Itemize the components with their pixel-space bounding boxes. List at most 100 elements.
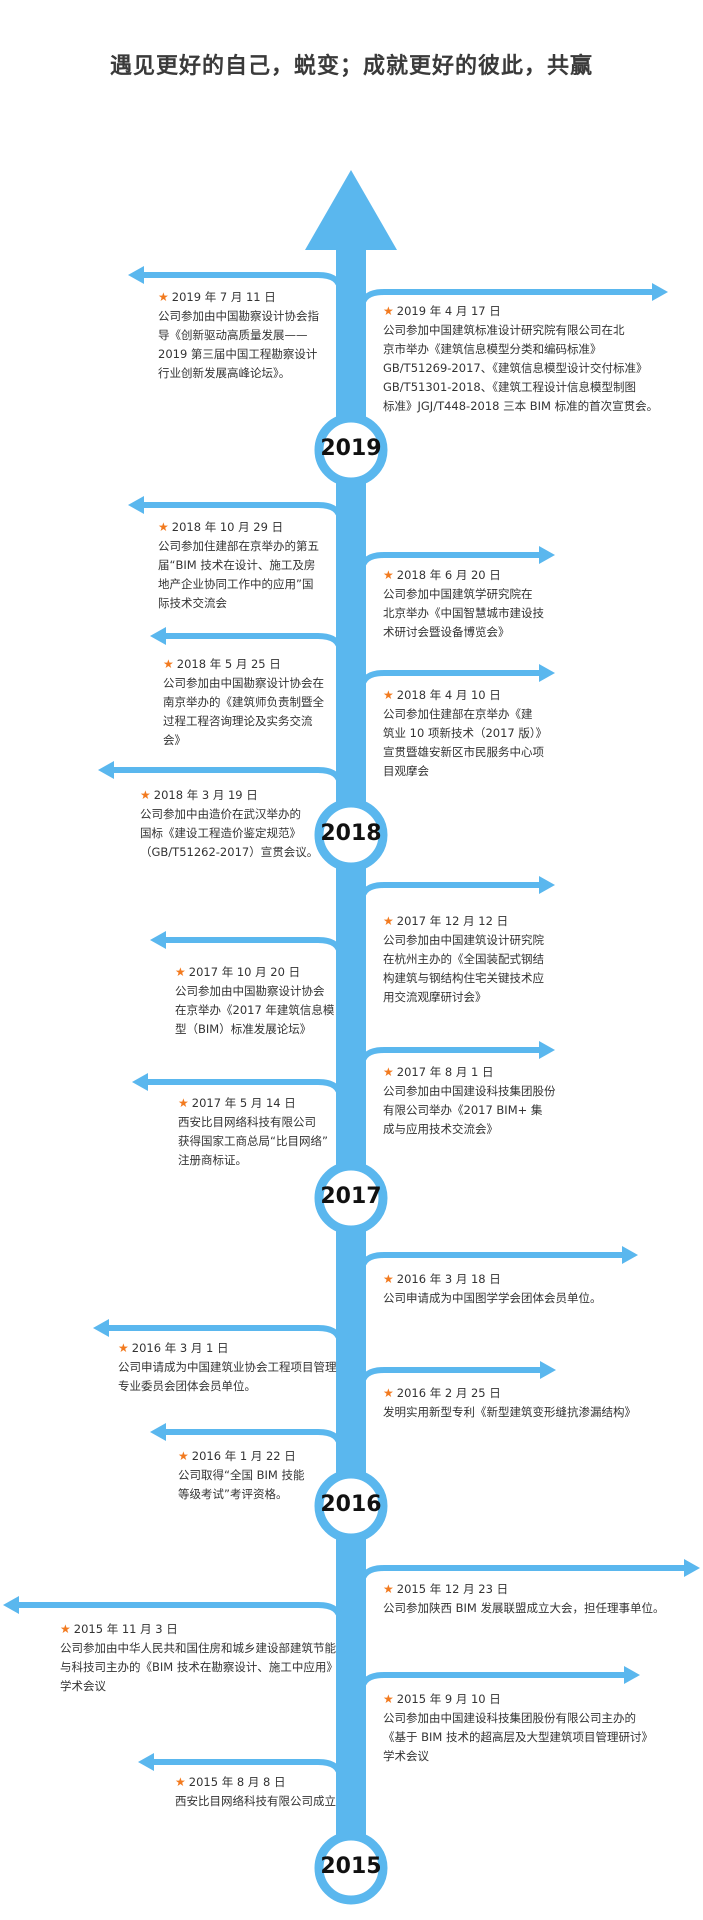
entry-date-line: ★2015 年 9 月 10 日 [383,1690,653,1709]
timeline-entry: ★2018 年 10 月 29 日公司参加住建部在京举办的第五 届“BIM 技术… [158,518,338,613]
entry-text: 公司参加陕西 BIM 发展联盟成立大会，担任理事单位。 [383,1601,665,1615]
timeline-entry: ★2015 年 9 月 10 日公司参加由中国建设科技集团股份有限公司主办的 《… [383,1690,653,1766]
branch-arrow-icon [359,1361,556,1387]
entry-date-line: ★2018 年 4 月 10 日 [383,686,573,705]
year-circle [314,1161,388,1235]
entry-text: 公司参加住建部在京举办的第五 届“BIM 技术在设计、施工及房 地产企业协同工作… [158,539,319,610]
entry-date-line: ★2015 年 12 月 23 日 [383,1580,683,1599]
entry-text: 公司申请成为中国建筑业协会工程项目管理 专业委员会团体会员单位。 [118,1360,337,1393]
entry-date-line: ★2018 年 6 月 20 日 [383,566,573,585]
timeline-entry: ★2017 年 10 月 20 日公司参加由中国勘察设计协会 在京举办《2017… [175,963,340,1039]
entry-date-line: ★2019 年 7 月 11 日 [158,288,338,307]
entry-date-line: ★2016 年 3 月 1 日 [118,1339,348,1358]
branch-arrow-icon [98,761,343,787]
timeline-entry: ★2015 年 12 月 23 日公司参加陕西 BIM 发展联盟成立大会，担任理… [383,1580,683,1618]
star-icon: ★ [158,520,169,534]
timeline-entry: ★2019 年 7 月 11 日公司参加由中国勘察设计协会指 导《创新驱动高质量… [158,288,338,383]
star-icon: ★ [383,914,394,928]
entry-date: 2015 年 8 月 8 日 [188,1775,286,1789]
entry-date-line: ★2019 年 4 月 17 日 [383,302,673,321]
star-icon: ★ [118,1341,129,1355]
timeline-entry: ★2017 年 8 月 1 日公司参加由中国建设科技集团股份 有限公司举办《20… [383,1063,573,1139]
timeline-entry: ★2018 年 6 月 20 日公司参加中国建筑学研究院在 北京举办《中国智慧城… [383,566,573,642]
year-label: 2016 [320,1492,382,1517]
year-circle [314,1469,388,1543]
branch-arrow-icon [359,1246,638,1272]
entry-text: 公司参加由中国勘察设计协会 在京举办《2017 年建筑信息模 型（BIM）标准发… [175,984,335,1036]
entry-date: 2015 年 12 月 23 日 [396,1582,509,1596]
entry-text: 公司参加由中国建设科技集团股份有限公司主办的 《基于 BIM 技术的超高层及大型… [383,1711,654,1763]
entry-text: 西安比目网络科技有限公司 获得国家工商总局“比目网络” 注册商标证。 [178,1115,328,1167]
year-label: 2019 [320,436,382,461]
branch-arrow-icon [150,931,343,957]
entry-date: 2018 年 10 月 29 日 [171,520,284,534]
timeline-entry: ★2015 年 11 月 3 日公司参加由中华人民共和国住房和城乡建设部建筑节能… [60,1620,345,1696]
entry-date-line: ★2015 年 11 月 3 日 [60,1620,345,1639]
year-label: 2018 [320,821,382,846]
entry-date: 2016 年 1 月 22 日 [191,1449,296,1463]
star-icon: ★ [178,1096,189,1110]
entry-text: 西安比目网络科技有限公司成立 [175,1794,336,1808]
timeline-entry: ★2018 年 3 月 19 日公司参加中由造价在武汉举办的 国标《建设工程造价… [140,786,335,862]
entry-text: 公司参加由中国建设科技集团股份 有限公司举办《2017 BIM+ 集 成与应用技… [383,1084,556,1136]
year-circles [314,413,388,1905]
timeline-entry: ★2016 年 3 月 18 日公司申请成为中国图学学会团体会员单位。 [383,1270,663,1308]
branch-arrow-icon [150,1423,343,1449]
entry-text: 公司参加由中国勘察设计协会在 南京举办的《建筑师负责制暨全 过程工程咨询理论及实… [163,676,324,747]
entry-date: 2017 年 12 月 12 日 [396,914,509,928]
year-circle [314,1831,388,1905]
year-circle [314,798,388,872]
entry-date: 2017 年 8 月 1 日 [396,1065,494,1079]
entry-date-line: ★2016 年 2 月 25 日 [383,1384,633,1403]
entry-date: 2018 年 5 月 25 日 [176,657,281,671]
timeline-spine [336,240,366,1850]
entry-text: 公司参加由中华人民共和国住房和城乡建设部建筑节能 与科技司主办的《BIM 技术在… [60,1641,338,1693]
star-icon: ★ [383,1582,394,1596]
entry-date-line: ★2018 年 5 月 25 日 [163,655,338,674]
star-icon: ★ [383,1065,394,1079]
star-icon: ★ [175,965,186,979]
timeline-entry: ★2016 年 1 月 22 日公司取得“全国 BIM 技能 等级考试”考评资格… [178,1447,338,1504]
entry-date: 2016 年 3 月 1 日 [131,1341,229,1355]
branch-arrow-icon [359,876,555,902]
star-icon: ★ [383,304,394,318]
star-icon: ★ [175,1775,186,1789]
entry-date: 2018 年 3 月 19 日 [153,788,258,802]
star-icon: ★ [383,1692,394,1706]
entry-date-line: ★2016 年 3 月 18 日 [383,1270,663,1289]
entry-date-line: ★2017 年 8 月 1 日 [383,1063,573,1082]
year-label: 2017 [320,1184,382,1209]
entry-text: 公司参加住建部在京举办《建 筑业 10 项新技术（2017 版）》 宣贯暨雄安新… [383,707,548,778]
timeline-entry: ★2019 年 4 月 17 日公司参加中国建筑标准设计研究院有限公司在北 京市… [383,302,673,416]
entry-date-line: ★2018 年 3 月 19 日 [140,786,335,805]
timeline-entry: ★2016 年 2 月 25 日发明实用新型专利《新型建筑变形缝抗渗漏结构》 [383,1384,636,1422]
year-label: 2015 [320,1854,382,1879]
entry-date-line: ★2016 年 1 月 22 日 [178,1447,338,1466]
entry-date: 2015 年 11 月 3 日 [73,1622,178,1636]
entry-date: 2017 年 10 月 20 日 [188,965,301,979]
entry-date: 2018 年 4 月 10 日 [396,688,501,702]
entry-text: 发明实用新型专利《新型建筑变形缝抗渗漏结构》 [383,1405,636,1419]
star-icon: ★ [178,1449,189,1463]
star-icon: ★ [60,1622,71,1636]
star-icon: ★ [383,688,394,702]
entry-date-line: ★2017 年 12 月 12 日 [383,912,573,931]
branch-arrow-icon [359,1666,640,1692]
timeline-entry: ★2015 年 8 月 8 日西安比目网络科技有限公司成立 [175,1773,340,1811]
star-icon: ★ [383,1272,394,1286]
entry-date: 2016 年 2 月 25 日 [396,1386,501,1400]
star-icon: ★ [383,1386,394,1400]
entry-text: 公司取得“全国 BIM 技能 等级考试”考评资格。 [178,1468,305,1501]
timeline-entry: ★2018 年 4 月 10 日公司参加住建部在京举办《建 筑业 10 项新技术… [383,686,573,781]
timeline-entry: ★2018 年 5 月 25 日公司参加由中国勘察设计协会在 南京举办的《建筑师… [163,655,338,750]
entry-date: 2017 年 5 月 14 日 [191,1096,296,1110]
entry-date: 2019 年 4 月 17 日 [396,304,501,318]
timeline-entry: ★2016 年 3 月 1 日公司申请成为中国建筑业协会工程项目管理 专业委员会… [118,1339,348,1396]
year-circle [314,413,388,487]
star-icon: ★ [383,568,394,582]
entry-text: 公司参加由中国勘察设计协会指 导《创新驱动高质量发展—— 2019 第三届中国工… [158,309,319,380]
entry-date-line: ★2018 年 10 月 29 日 [158,518,338,537]
star-icon: ★ [158,290,169,304]
page-title: 遇见更好的自己，蜕变；成就更好的彼此，共赢 [109,54,593,79]
